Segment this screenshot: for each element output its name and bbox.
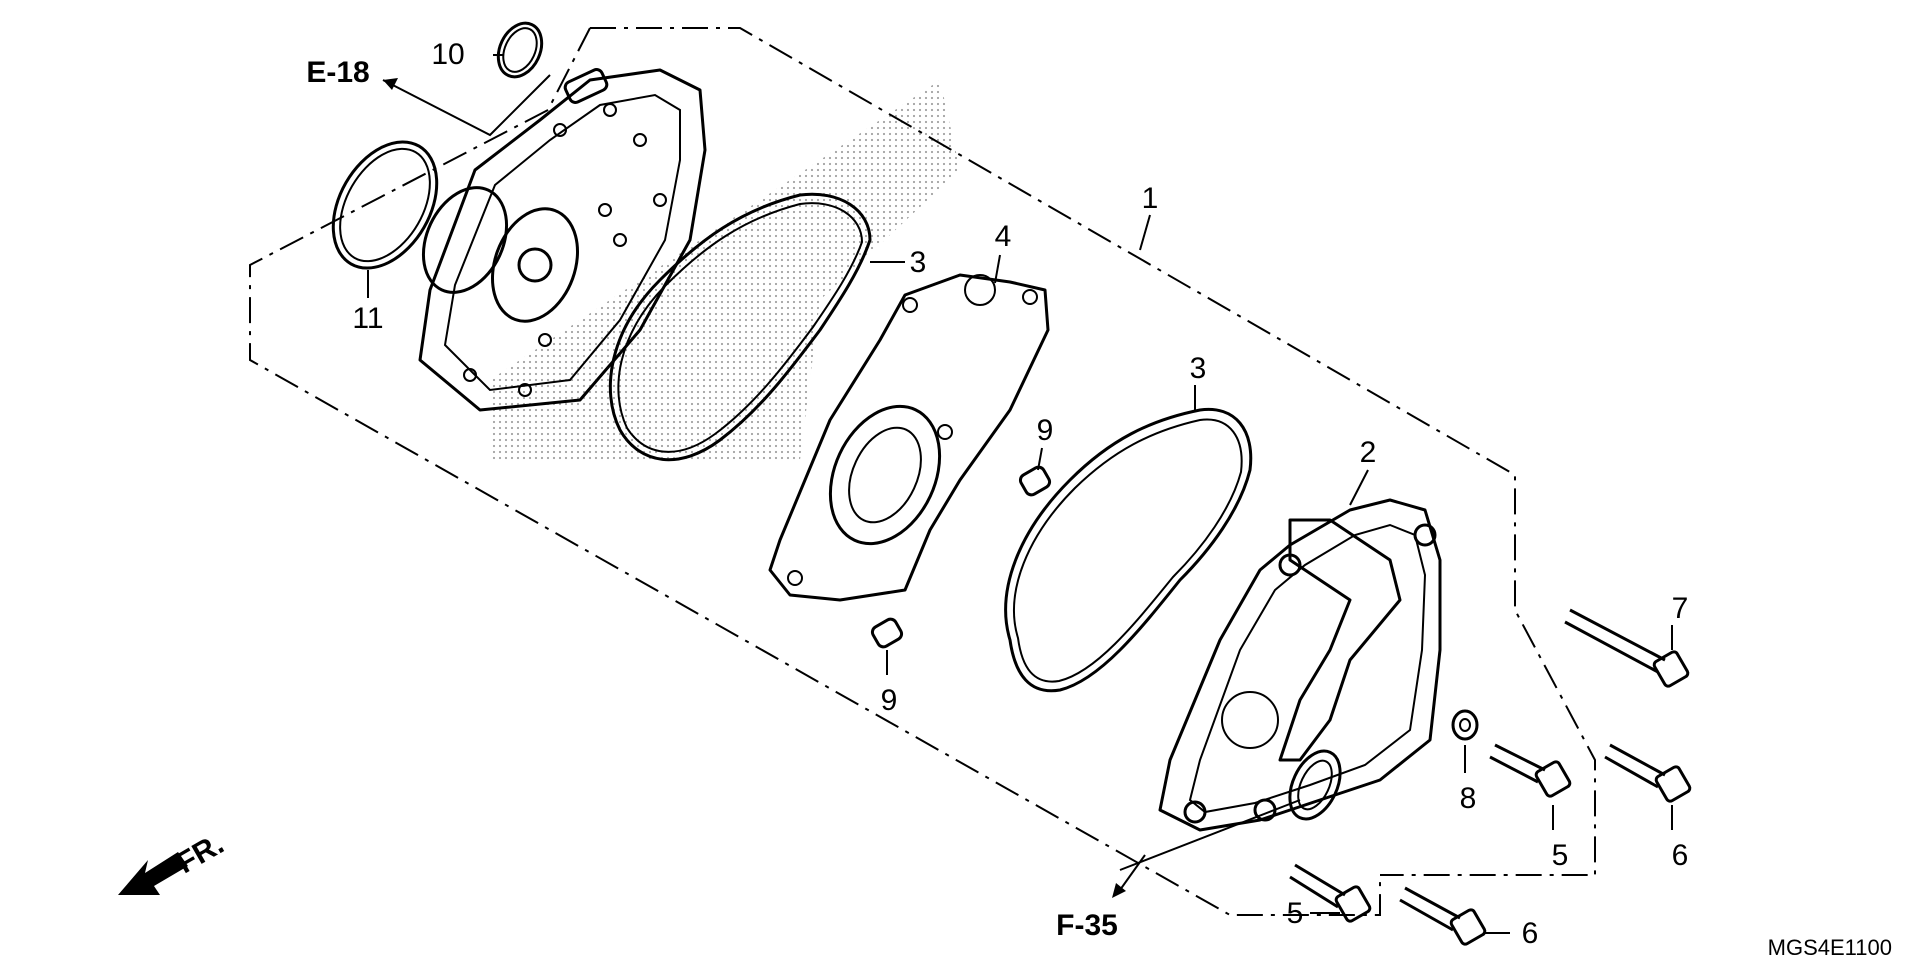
pump-body-housing	[418, 68, 707, 412]
part-6-bolt-upper	[1604, 743, 1692, 803]
callout-11: 11	[352, 302, 383, 335]
e18-reference-arrow	[382, 74, 551, 137]
part-8-washer	[1451, 709, 1479, 741]
reference-f35: F-35	[1056, 909, 1118, 942]
callout-8: 8	[1460, 782, 1477, 815]
callout-5-lower: 5	[1287, 897, 1304, 930]
assembly-boundary-lines	[249, 27, 1596, 916]
callout-3-left: 3	[910, 246, 927, 279]
part-7-bolt	[1564, 608, 1690, 688]
callout-10: 10	[431, 38, 464, 71]
callout-4: 4	[995, 220, 1012, 253]
part-11-o-ring	[331, 140, 439, 270]
part-5-bolt-lower	[1289, 863, 1372, 923]
callout-9-lower: 9	[881, 684, 898, 717]
callout-5-upper: 5	[1552, 839, 1569, 872]
callout-2: 2	[1360, 436, 1377, 469]
front-direction-arrow-icon	[118, 852, 188, 895]
part-3-gasket-right	[1004, 407, 1253, 693]
callout-3-right: 3	[1190, 352, 1207, 385]
leader-lines	[367, 54, 1673, 934]
reference-e18: E-18	[306, 56, 369, 89]
part-9-dowel-pin-upper	[1018, 465, 1052, 497]
callout-1: 1	[1142, 182, 1159, 215]
part-5-bolt-upper	[1489, 743, 1572, 798]
part-10-o-ring	[496, 21, 544, 79]
callout-6-upper: 6	[1672, 839, 1689, 872]
part-3-gasket-left	[608, 192, 872, 462]
part-4-plate	[768, 273, 1050, 602]
callout-6-lower: 6	[1522, 917, 1539, 950]
f35-reference-arrow	[1112, 799, 1301, 898]
part-6-bolt-lower	[1399, 886, 1487, 946]
background-watermark	[490, 80, 960, 460]
diagram-code: MGS4E1100	[1768, 935, 1892, 960]
front-label: FR.	[171, 827, 229, 880]
part-9-dowel-pin-lower	[870, 617, 904, 649]
part-2-pump-cover	[1158, 498, 1442, 832]
callout-7: 7	[1672, 592, 1689, 625]
callout-9-upper: 9	[1037, 414, 1054, 447]
